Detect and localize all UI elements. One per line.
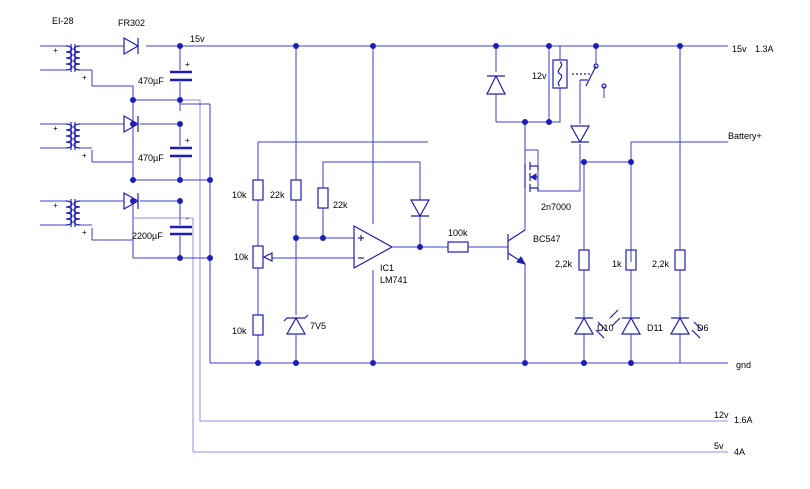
led-d6 — [669, 316, 703, 339]
resistor-100k — [447, 241, 469, 253]
diode-fr302 — [118, 36, 140, 56]
resistor-10k-bottom — [252, 314, 264, 336]
resistor-22k-a — [290, 179, 302, 201]
polarity-plus: + — [185, 136, 190, 145]
relay-coil — [552, 59, 568, 89]
polarity-plus: + — [53, 201, 58, 210]
label-r-top: 10k — [232, 190, 247, 200]
label-cap3: 2200µF — [132, 231, 163, 241]
capacitor-2200uf — [170, 225, 192, 236]
label-led-d10: D10 — [597, 323, 614, 333]
label-led-d6: D6 — [697, 323, 709, 333]
led-d11 — [609, 309, 642, 335]
label-rail-15v: 15v — [190, 34, 205, 44]
resistor-2k2-d10 — [578, 249, 590, 271]
label-cap1: 470µF — [138, 76, 164, 86]
label-out-15v: 15v — [732, 44, 747, 54]
label-out-12v-rating: 1.6A — [734, 415, 753, 425]
transformer-2 — [40, 122, 92, 150]
label-diode-fr302: FR302 — [118, 18, 145, 28]
label-r-100k: 100k — [448, 228, 468, 238]
labels: EI-28 FR302 15v 15v 1.3A 470µF 470µF 220… — [52, 16, 774, 457]
diode-flyback — [486, 74, 506, 95]
resistor-10k-top — [252, 179, 264, 201]
label-cap2: 470µF — [138, 153, 164, 163]
transformer-3 — [40, 199, 92, 227]
capacitor-470uf-2 — [170, 146, 192, 158]
label-battery: Battery+ — [728, 131, 762, 141]
diode-3 — [118, 191, 140, 211]
label-out-12v: 12v — [714, 410, 729, 420]
label-pot: 10k — [234, 252, 249, 262]
label-transformer: EI-28 — [52, 16, 74, 26]
polarity-minus: - — [186, 214, 189, 223]
resistor-22k-b — [317, 187, 329, 209]
label-gnd: gnd — [736, 360, 751, 370]
polarity-plus: + — [82, 151, 87, 160]
resistors — [252, 179, 686, 336]
label-out-5v-rating: 4A — [734, 447, 745, 457]
diode-2 — [118, 114, 140, 134]
zener-diode — [283, 314, 309, 335]
transistor-bc547 — [507, 229, 527, 265]
label-r-d6: 2,2k — [652, 259, 670, 269]
label-out-5v: 5v — [714, 441, 724, 451]
label-relay: 12v — [532, 71, 547, 81]
polarity-plus: + — [53, 124, 58, 133]
label-out-15v-rating: 1.3A — [755, 44, 774, 54]
polarity-plus: + — [82, 228, 87, 237]
junctions — [130, 43, 683, 366]
label-transistor: BC547 — [533, 234, 561, 244]
label-r-bottom: 10k — [232, 326, 247, 336]
resistor-1k-d11 — [625, 249, 637, 271]
label-mosfet: 2n7000 — [541, 202, 571, 212]
label-r-22k-a: 22k — [270, 190, 285, 200]
label-r-22k-b: 22k — [333, 200, 348, 210]
polarity-plus: + — [53, 46, 58, 55]
potentiometer-10k — [252, 245, 264, 269]
diode-relay-out — [569, 125, 591, 144]
diode-opamp — [409, 199, 431, 218]
transformer-1 — [40, 44, 92, 72]
polarity-plus: + — [185, 60, 190, 69]
label-led-d11: D11 — [647, 323, 663, 333]
pot-wiper-arrow — [262, 252, 273, 262]
label-r-d10: 2,2k — [555, 259, 573, 269]
led-d10 — [573, 316, 607, 339]
wires — [91, 45, 728, 453]
label-ic-part: LM741 — [380, 275, 408, 285]
opamp-lm741 — [353, 224, 394, 270]
label-zener: 7V5 — [310, 321, 326, 331]
label-ic-name: IC1 — [380, 263, 394, 273]
relay-contact — [572, 63, 607, 89]
capacitor-470uf-1 — [170, 70, 192, 82]
label-r-d11: 1k — [612, 259, 622, 269]
mosfet-2n7000 — [524, 149, 539, 192]
resistor-2k2-d6 — [674, 249, 686, 271]
polarity-plus: + — [82, 73, 87, 82]
